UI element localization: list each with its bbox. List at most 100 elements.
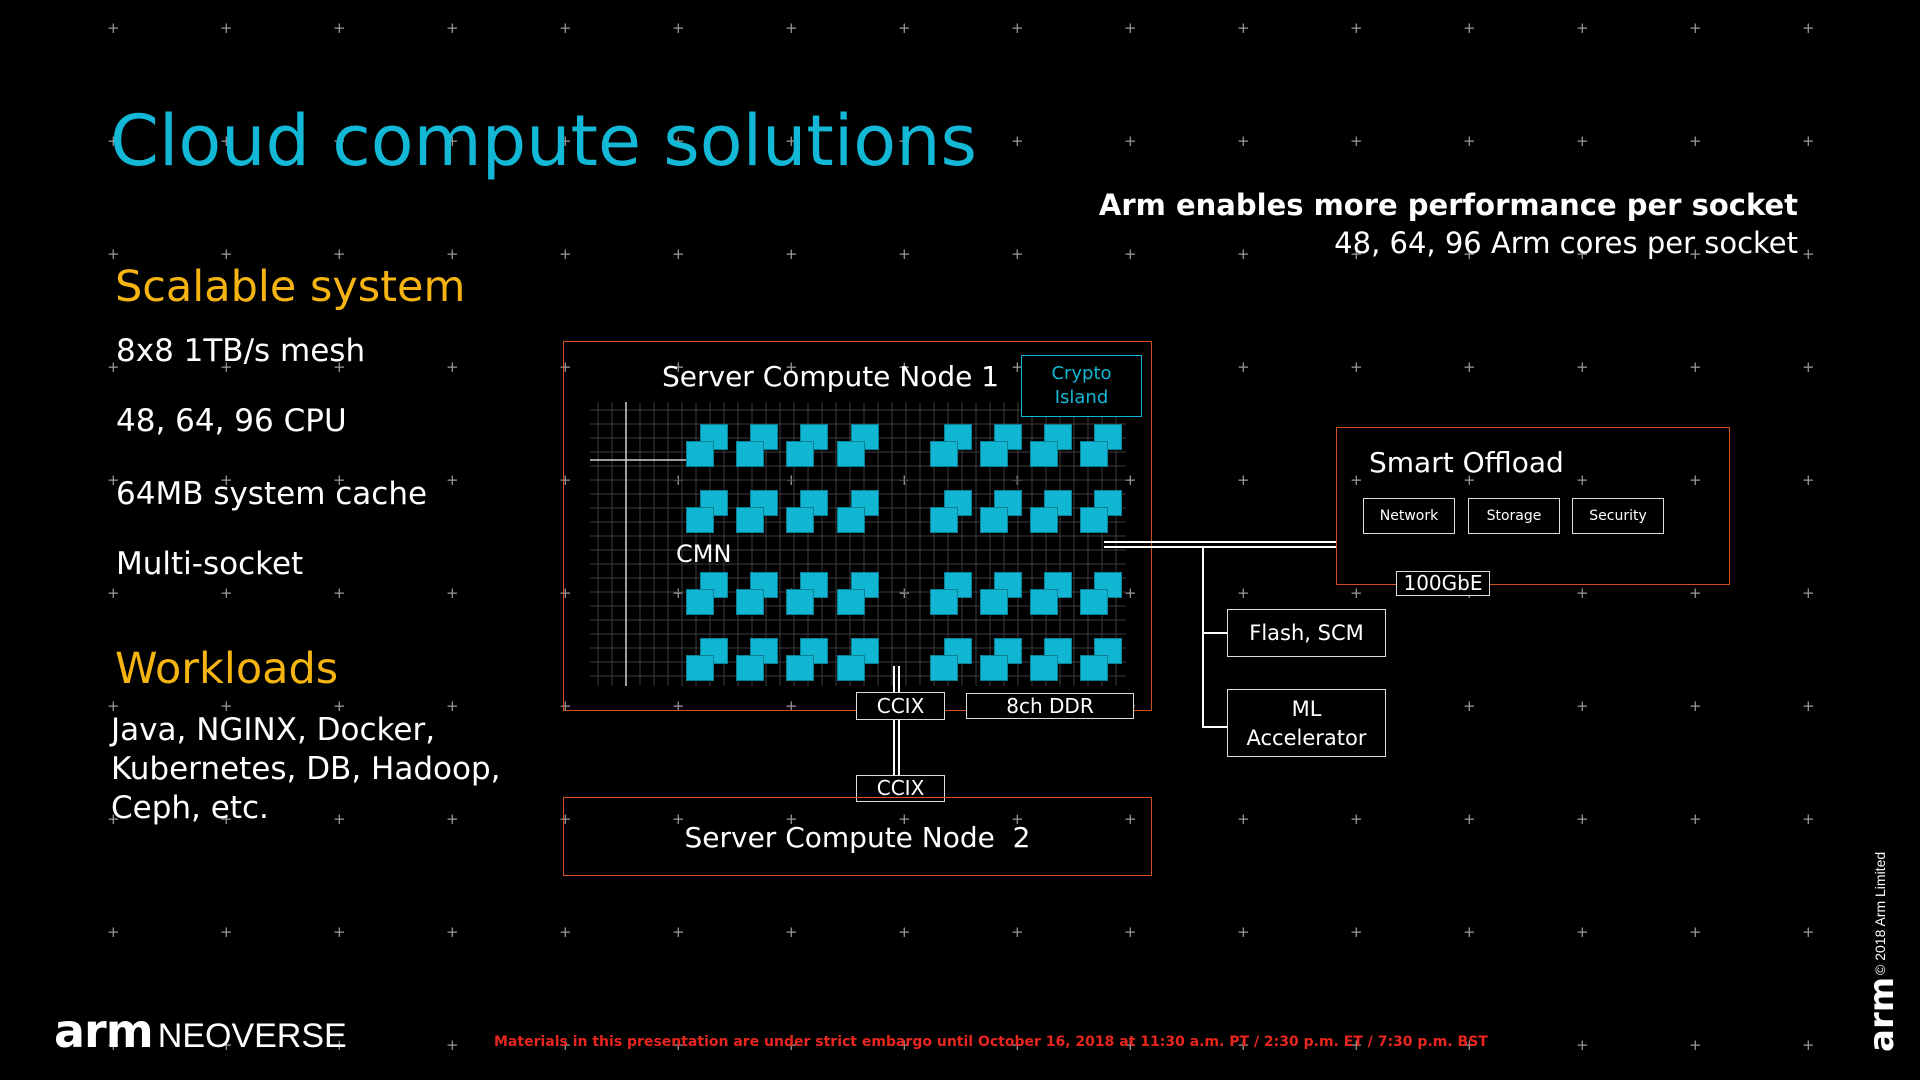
grid-plus: + [559, 697, 572, 715]
node1-label: Server Compute Node 1 [662, 360, 1000, 393]
grid-plus: + [898, 923, 911, 941]
grid-plus: + [1576, 697, 1589, 715]
grid-plus: + [1463, 810, 1476, 828]
server-compute-node-2: Server Compute Node 2 [563, 797, 1152, 876]
ml-accelerator-label: ML Accelerator [1246, 697, 1367, 750]
scalable-item: Multi-socket [116, 546, 304, 582]
cpu-core [800, 638, 828, 664]
grid-plus: + [1689, 923, 1702, 941]
grid-plus: + [672, 923, 685, 941]
cpu-core [1030, 589, 1058, 615]
grid-plus: + [1350, 19, 1363, 37]
grid-plus: + [446, 19, 459, 37]
grid-plus: + [559, 132, 572, 150]
grid-plus: + [898, 584, 911, 602]
ddr-label: 8ch DDR [1006, 694, 1094, 718]
grid-plus: + [107, 1036, 120, 1054]
grid-plus: + [1689, 1036, 1702, 1054]
grid-plus: + [1463, 19, 1476, 37]
grid-plus: + [1237, 358, 1250, 376]
grid-plus: + [559, 810, 572, 828]
grid-plus: + [1802, 471, 1815, 489]
grid-plus: + [1011, 245, 1024, 263]
interconnect-line [1202, 548, 1204, 727]
ccix-link [898, 666, 900, 692]
grid-plus: + [559, 245, 572, 263]
grid-plus: + [1237, 923, 1250, 941]
ccix-link [898, 720, 900, 775]
grid-plus: + [1576, 584, 1589, 602]
grid-plus: + [1124, 1036, 1137, 1054]
cpu-core [786, 441, 814, 467]
grid-plus: + [1576, 1036, 1589, 1054]
grid-plus: + [1237, 19, 1250, 37]
arm-logo-text: arm [54, 1004, 154, 1058]
cpu-core [980, 441, 1008, 467]
grid-plus: + [1802, 358, 1815, 376]
grid-plus: + [333, 697, 346, 715]
grid-plus: + [107, 471, 120, 489]
cpu-core [686, 507, 714, 533]
performance-subtext: 48, 64, 96 Arm cores per socket [1334, 226, 1798, 260]
grid-plus: + [1011, 1036, 1024, 1054]
gbe-label: 100GbE [1403, 571, 1483, 595]
grid-plus: + [672, 132, 685, 150]
cpu-core [930, 655, 958, 681]
grid-plus: + [898, 810, 911, 828]
grid-plus: + [1576, 923, 1589, 941]
grid-plus: + [1350, 923, 1363, 941]
grid-plus: + [446, 1036, 459, 1054]
cpu-core [980, 507, 1008, 533]
ccix-link [893, 666, 895, 692]
crypto-island: Crypto Island [1021, 355, 1142, 417]
grid-plus: + [1802, 810, 1815, 828]
grid-plus: + [107, 245, 120, 263]
grid-plus: + [1011, 132, 1024, 150]
cpu-core [1080, 507, 1108, 533]
grid-plus: + [333, 19, 346, 37]
storage-label: Storage [1486, 508, 1542, 524]
grid-plus: + [1576, 810, 1589, 828]
grid-plus: + [1689, 19, 1702, 37]
ccix-bottom-label: CCIX [876, 776, 925, 800]
cpu-core [736, 441, 764, 467]
grid-plus: + [333, 584, 346, 602]
grid-plus: + [446, 584, 459, 602]
cpu-core [786, 507, 814, 533]
copyright-text: © 2018 Arm Limited [1872, 851, 1888, 975]
cpu-core [686, 441, 714, 467]
grid-plus: + [220, 245, 233, 263]
grid-plus: + [1463, 697, 1476, 715]
node2-label: Server Compute Node 2 [684, 821, 1031, 854]
grid-plus: + [1124, 132, 1137, 150]
ml-accelerator-box: ML Accelerator [1227, 689, 1386, 757]
grid-plus: + [1576, 19, 1589, 37]
grid-plus: + [1011, 19, 1024, 37]
flash-scm-box: Flash, SCM [1227, 609, 1386, 657]
cpu-core [1080, 655, 1108, 681]
grid-plus: + [672, 245, 685, 263]
grid-plus: + [1124, 19, 1137, 37]
grid-plus: + [672, 697, 685, 715]
grid-plus: + [559, 1036, 572, 1054]
security-box: Security [1572, 498, 1664, 534]
grid-plus: + [1576, 132, 1589, 150]
grid-plus: + [1802, 245, 1815, 263]
ddr-box: 8ch DDR [966, 693, 1134, 719]
grid-plus: + [107, 810, 120, 828]
grid-plus: + [1350, 810, 1363, 828]
grid-plus: + [785, 19, 798, 37]
grid-plus: + [1576, 471, 1589, 489]
grid-plus: + [220, 358, 233, 376]
cpu-core [837, 589, 865, 615]
grid-plus: + [107, 584, 120, 602]
ccix-link [893, 720, 895, 775]
cpu-core [686, 655, 714, 681]
grid-plus: + [559, 584, 572, 602]
grid-plus: + [1237, 584, 1250, 602]
grid-plus: + [1350, 1036, 1363, 1054]
cpu-core [1080, 589, 1108, 615]
grid-plus: + [898, 132, 911, 150]
grid-plus: + [220, 132, 233, 150]
cpu-core [1030, 507, 1058, 533]
